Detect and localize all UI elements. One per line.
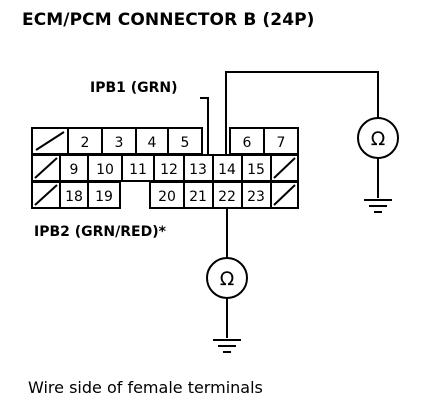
pin-7: 7 [277, 135, 286, 151]
pin-9: 9 [70, 162, 79, 178]
pin-13: 13 [189, 162, 207, 178]
blank-cavity-r1 [35, 131, 65, 151]
pin-19: 19 [95, 189, 113, 205]
pin-4: 4 [148, 135, 157, 151]
connector-row3-left-frame [31, 181, 121, 209]
pin-18: 18 [65, 189, 83, 205]
meter1-symbol: Ω [371, 128, 386, 150]
pin-12: 12 [160, 162, 178, 178]
blank-cavity-r2-left [34, 157, 58, 179]
pin-15: 15 [247, 162, 265, 178]
pin-20: 20 [158, 189, 176, 205]
pin-2: 2 [81, 135, 90, 151]
pin-22: 22 [218, 189, 236, 205]
blank-cavity-r2-right [273, 157, 296, 179]
pin-23: 23 [247, 189, 265, 205]
pin-21: 21 [189, 189, 207, 205]
blank-cavity-r3-right [273, 184, 296, 206]
ipb1-wire [225, 71, 379, 156]
diagram-caption: Wire side of female terminals [28, 378, 263, 397]
pin-6: 6 [243, 135, 252, 151]
connector-row3-right-frame [149, 181, 299, 209]
ipb1-label: IPB1 (GRN) [90, 80, 178, 96]
ipb2-label: IPB2 (GRN/RED)* [34, 224, 167, 240]
page-title: ECM/PCM CONNECTOR B (24P) [22, 10, 315, 30]
ipb1-pointer [200, 97, 209, 156]
ground-symbol-icon [213, 339, 241, 353]
pin-14: 14 [218, 162, 236, 178]
pin-5: 5 [181, 135, 190, 151]
pin-3: 3 [115, 135, 124, 151]
meter2-symbol: Ω [220, 268, 235, 290]
pin-11: 11 [129, 162, 147, 178]
ground-symbol-icon [364, 199, 392, 213]
blank-cavity-r3-left [34, 184, 58, 206]
pin-10: 10 [96, 162, 114, 178]
